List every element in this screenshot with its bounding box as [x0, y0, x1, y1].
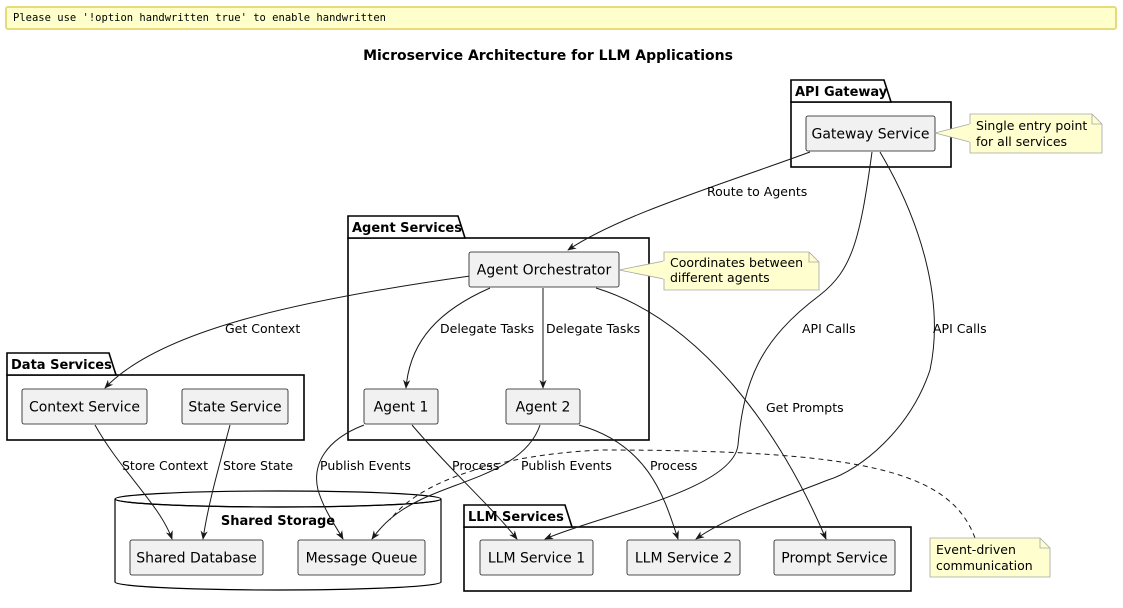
edge-label-route: Route to Agents — [707, 184, 807, 199]
note-gateway: Single entry point for all services — [934, 113, 1103, 154]
service-label: State Service — [188, 400, 281, 416]
service-label: Gateway Service — [811, 127, 929, 143]
edge-get-context — [104, 275, 471, 389]
package-data-services: Data Services — [6, 352, 305, 441]
database-label: Shared Storage — [221, 514, 335, 529]
service-label: LLM Service 2 — [635, 551, 732, 567]
edge-label-delegate-2: Delegate Tasks — [546, 321, 640, 336]
note-line: Coordinates between — [670, 255, 803, 270]
edge-label-api-calls-2: API Calls — [933, 321, 987, 336]
service-gateway[interactable]: Gateway Service — [805, 115, 936, 152]
edge-process-agent1 — [411, 424, 518, 540]
edge-label-store-context: Store Context — [122, 458, 208, 473]
service-label: Agent 2 — [516, 400, 571, 416]
note-line: Single entry point — [976, 118, 1087, 133]
service-context[interactable]: Context Service — [21, 388, 148, 425]
service-label: Context Service — [29, 400, 140, 416]
edge-route-to-agents — [567, 151, 811, 251]
package-label: Data Services — [11, 358, 112, 373]
note-line: different agents — [670, 270, 770, 285]
handwritten-warning-banner: Please use '!option handwritten true' to… — [5, 6, 1117, 30]
note-line: communication — [936, 558, 1033, 573]
edge-api-calls-llm1 — [544, 151, 873, 540]
note-events: Event-driven communication — [929, 537, 1051, 578]
edge-delegate-agent1 — [403, 287, 491, 389]
package-label: API Gateway — [795, 85, 888, 100]
edge-label-publish-1: Publish Events — [320, 458, 411, 473]
service-message-queue[interactable]: Message Queue — [297, 539, 426, 576]
service-label: Agent 1 — [374, 400, 429, 416]
edge-store-context — [94, 424, 173, 540]
edge-label-store-state: Store State — [223, 458, 293, 473]
edge-publish-agent2 — [371, 424, 541, 540]
diagram-title: Microservice Architecture for LLM Applic… — [363, 48, 733, 64]
edge-label-publish-2: Publish Events — [521, 458, 612, 473]
package-label: LLM Services — [468, 510, 564, 525]
edge-process-agent2 — [578, 424, 679, 540]
edge-label-delegate-1: Delegate Tasks — [440, 321, 534, 336]
edge-label-api-calls-1: API Calls — [802, 321, 856, 336]
edge-label-get-context: Get Context — [225, 321, 300, 336]
package-api-gateway: API Gateway — [790, 79, 952, 168]
note-orchestrator: Coordinates between different agents — [618, 251, 820, 291]
service-agent-1[interactable]: Agent 1 — [363, 388, 439, 425]
service-label: LLM Service 1 — [488, 551, 585, 567]
edge-label-process-2: Process — [650, 458, 697, 473]
edge-get-prompts — [595, 287, 827, 540]
service-state[interactable]: State Service — [181, 388, 289, 425]
edge-api-calls-llm2 — [695, 151, 935, 540]
service-prompt[interactable]: Prompt Service — [773, 539, 896, 576]
note-line: Event-driven — [936, 542, 1016, 557]
package-label: Agent Services — [352, 221, 462, 236]
edge-publish-agent1 — [316, 424, 365, 540]
package-llm-services: LLM Services — [463, 504, 912, 592]
service-agent-orchestrator[interactable]: Agent Orchestrator — [468, 251, 620, 288]
service-label: Agent Orchestrator — [477, 263, 612, 279]
service-label: Message Queue — [306, 551, 418, 567]
edge-store-state — [200, 424, 231, 540]
edge-labels: Route to Agents Get Context Delegate Tas… — [122, 184, 987, 473]
service-shared-database[interactable]: Shared Database — [129, 539, 264, 576]
edge-label-process-1: Process — [452, 458, 499, 473]
edge-label-get-prompts: Get Prompts — [766, 400, 844, 415]
note-line: for all services — [976, 134, 1067, 149]
edges — [94, 151, 976, 540]
service-label: Shared Database — [136, 551, 257, 567]
package-agent-services: Agent Services — [347, 215, 650, 441]
service-llm-2[interactable]: LLM Service 2 — [626, 539, 741, 576]
service-label: Prompt Service — [781, 551, 887, 567]
service-llm-1[interactable]: LLM Service 1 — [479, 539, 594, 576]
service-agent-2[interactable]: Agent 2 — [505, 388, 581, 425]
